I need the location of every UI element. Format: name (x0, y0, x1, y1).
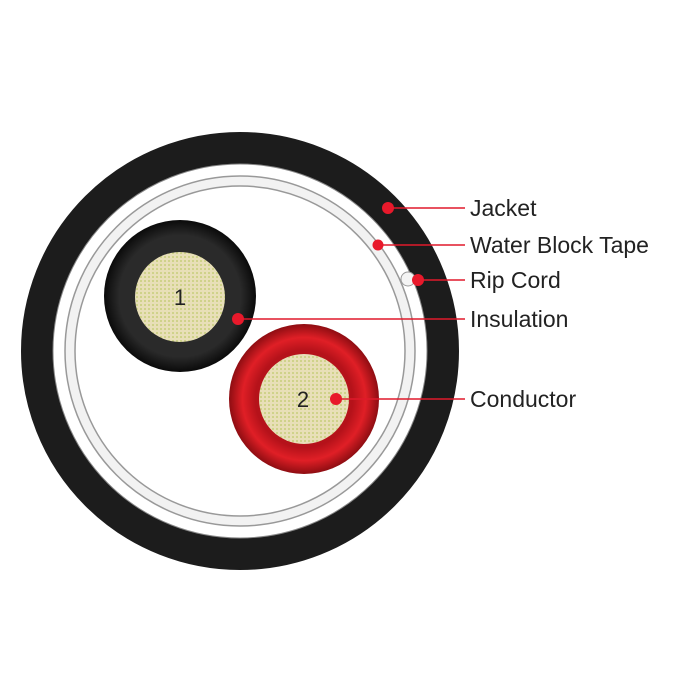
tape-pointer-dot (372, 239, 384, 251)
conductor-number-1: 1 (174, 285, 186, 310)
label-jacket: Jacket (470, 195, 537, 221)
jacket (21, 132, 459, 570)
conductor-pointer-dot (330, 393, 342, 405)
conductor-core-1 (135, 252, 225, 342)
label-rip-cord: Rip Cord (470, 267, 561, 293)
conductor-core-2 (259, 354, 349, 444)
label-water-block-tape: Water Block Tape (470, 232, 649, 258)
leader-lines (238, 207, 465, 400)
label-insulation: Insulation (470, 306, 569, 332)
jacket-pointer-dot (382, 202, 394, 214)
conductor-number-2: 2 (297, 387, 309, 412)
ripcord-pointer-dot (412, 274, 424, 286)
water-block-tape (65, 176, 415, 526)
insulation-pointer-dot (232, 313, 244, 325)
label-conductor: Conductor (470, 386, 577, 412)
